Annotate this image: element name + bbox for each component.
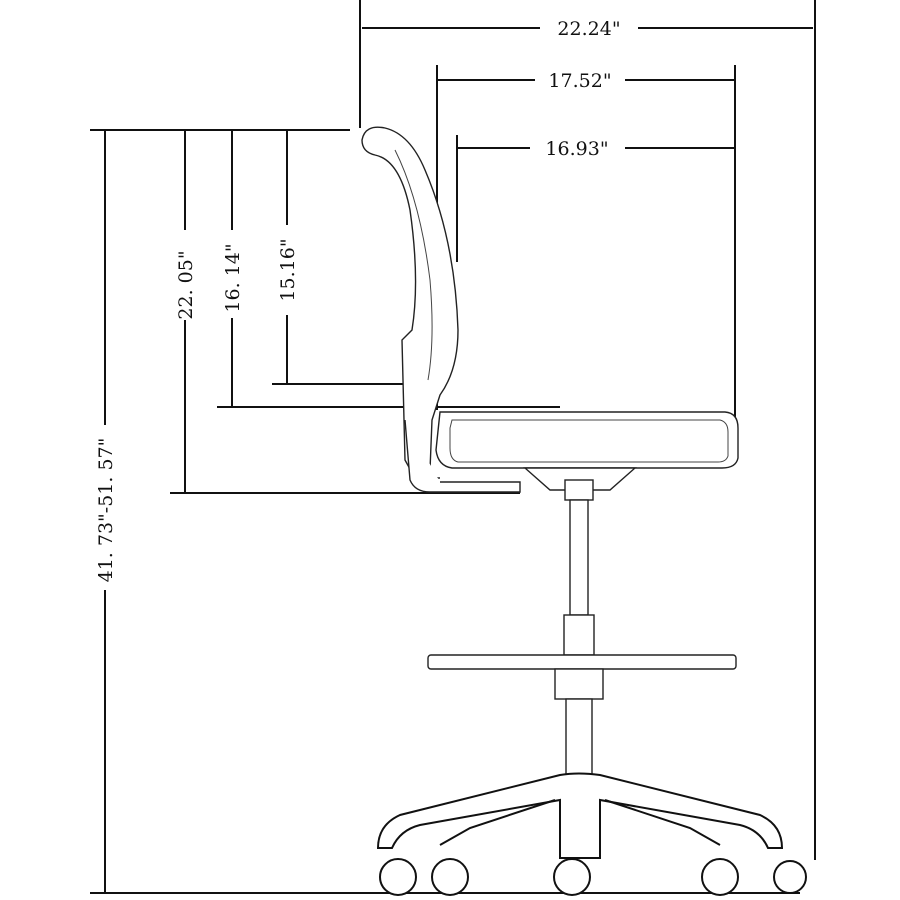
foot-ring-clamp (554, 668, 604, 700)
cylinder-cover (563, 614, 595, 656)
dimension-back-height-total: 22. 05" (170, 130, 520, 494)
dimension-back-height-inner: 15.16" (272, 130, 415, 385)
back-height-total-label: 22. 05" (175, 250, 197, 319)
caster (773, 860, 807, 894)
seat-mechanism (523, 467, 637, 491)
casters (379, 858, 807, 896)
chair-back-bracket (404, 419, 521, 493)
back-height-label: 16. 14" (222, 243, 244, 312)
caster (553, 858, 591, 896)
back-height-inner-label: 15.16" (277, 238, 299, 301)
height-lever (564, 479, 594, 501)
dimension-overall-depth: 22.24" (359, 0, 816, 860)
seat-depth-label: 17.52" (548, 70, 611, 92)
dimension-back-height: 16. 14" (217, 130, 560, 408)
seat-depth-inner-label: 16.93" (545, 138, 608, 160)
foot-ring (427, 654, 737, 670)
chair-seat (435, 411, 739, 469)
star-base (376, 772, 784, 859)
caster (431, 858, 469, 896)
chair-illustration (361, 126, 807, 896)
caster (701, 858, 739, 896)
overall-depth-label: 22.24" (557, 18, 620, 40)
gas-cylinder (569, 499, 589, 616)
caster (379, 858, 417, 896)
overall-height-label: 41. 73"-51. 57" (95, 438, 117, 583)
dimension-seat-depth-inner: 16.93" (456, 135, 735, 262)
dimension-seat-depth: 17.52" (436, 65, 736, 420)
base-column (565, 698, 593, 785)
